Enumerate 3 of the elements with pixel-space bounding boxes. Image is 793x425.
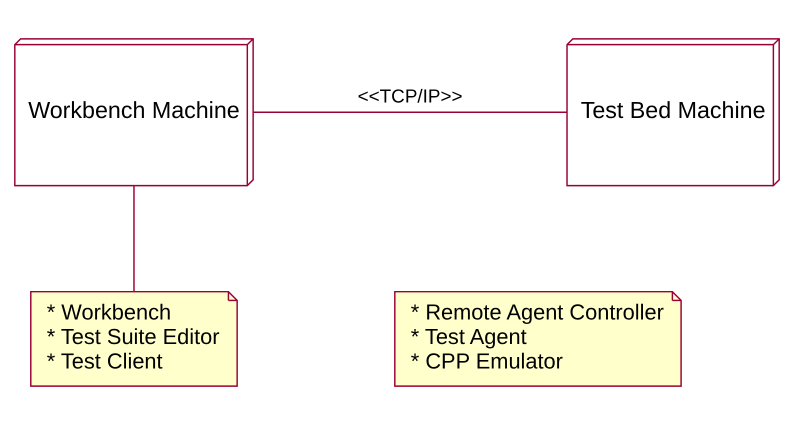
connector <box>253 112 567 113</box>
edge-label: <<TCP/IP>> <box>357 86 462 108</box>
connector <box>132 186 134 292</box>
